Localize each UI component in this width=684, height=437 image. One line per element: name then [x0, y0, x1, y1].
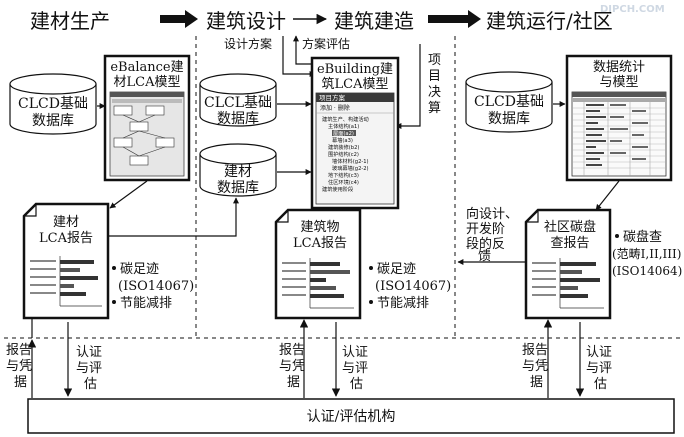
middle-arrow-up-label: 报告 与凭 据 [279, 343, 309, 390]
right-arrow-down-label: 认证 与评 估 [586, 345, 616, 392]
feedback-label: 向设计、 开发阶 段的反 馈 [466, 206, 522, 264]
left-bullet-dot-2 [112, 300, 116, 304]
middle-tool-screenshot [315, 92, 395, 205]
right-tool-title-2: 与模型 [599, 75, 638, 90]
project-decision-label: 项 目 决 算 [428, 53, 445, 116]
middle-tool-title-2: 筑LCA模型 [322, 76, 389, 92]
stage-arrow-icon-2 [428, 10, 481, 28]
project-decision-arrow [395, 44, 421, 129]
right-bullet-1-line2: (范畴I,II,III) [612, 247, 681, 261]
right-database-cylinder: CLCD基础 数据库 [465, 71, 553, 133]
middle-bullet-dot-1 [369, 266, 373, 270]
tree-item: 建筑使用阶段 [322, 185, 353, 193]
tree-item: 住区环境(c4) [328, 178, 359, 186]
tree-item-selected: 屋面(a2) [333, 130, 354, 137]
left-bullet-dot-1 [112, 266, 116, 270]
right-tool-title-1: 数据统计 [593, 60, 645, 75]
middle-bullet-1-line2: (ISO14067) [375, 279, 451, 294]
right-report-minichart [532, 258, 604, 309]
stage-label-design: 建筑设计 [206, 9, 286, 33]
left-report-title-2: LCA报告 [39, 231, 93, 246]
left-database-cylinder: CLCD基础 数据库 [9, 73, 97, 135]
right-tool-spreadsheet [571, 91, 667, 177]
left-tool-box: eBalance建 材LCA模型 [103, 54, 191, 182]
stage-arrow-icon [160, 10, 198, 28]
right-tool-to-report-arrow [595, 180, 620, 211]
middle-arrow-down-label: 认证 与评 估 [342, 345, 372, 392]
left-report-document: 建材 LCA报告 [22, 202, 110, 320]
design-plan-label: 设计方案 [224, 36, 272, 51]
plan-eval-arrow [293, 35, 315, 65]
left-tool-title-2: 材LCA模型 [114, 75, 181, 90]
middle-tool-screen-title: 项目方案 [319, 93, 346, 102]
middle-report-minichart [282, 258, 354, 309]
left-arrow-up-label: 报告 与凭 据 [6, 343, 36, 390]
left-report-to-material-db-arrow [108, 197, 239, 237]
right-report-title-1: 社区碳盘 [544, 219, 596, 235]
middle-bullet-dot-2 [369, 300, 373, 304]
middle-db-cylinder-1: CLCL基础 数据库 [199, 73, 277, 127]
tree-item: 建筑装修(b2) [328, 143, 359, 151]
tree-item: 玻璃幕墙(g2-2) [332, 164, 369, 172]
middle-db2-label-2: 数据库 [217, 180, 259, 196]
tree-item: 围护结构(c2) [328, 150, 359, 158]
left-tool-to-report-arrow [109, 180, 148, 209]
left-arrow-down-label: 认证 与评 估 [76, 345, 106, 392]
certification-agency-box: 认证/评估机构 [27, 398, 675, 434]
left-db-label-2: 数据库 [32, 113, 74, 129]
left-bullet-1-line2: (ISO14067) [118, 279, 194, 294]
right-bullet-1-line3: (ISO14064) [612, 264, 682, 278]
middle-report-title-2: LCA报告 [293, 236, 347, 251]
middle-tool-screen-tree: 建筑生产、构建活动 主体结构(a1) 屋面(a2) 幕墙(a3) 建筑装修(b2… [322, 115, 369, 193]
left-bullet-2: 节能减排 [120, 296, 172, 311]
stage-label-construction: 建筑建造 [334, 9, 414, 33]
middle-report-title-1: 建筑物 [300, 219, 339, 235]
middle-bullet-2: 节能减排 [377, 296, 429, 311]
right-db-label-1: CLCD基础 [474, 93, 544, 110]
middle-tool-title-1: eBuilding建 [317, 62, 393, 77]
middle-db-cylinder-2: 建材 数据库 [199, 143, 277, 197]
middle-report-document: 建筑物 LCA报告 [274, 208, 362, 320]
left-report-minichart [30, 256, 102, 307]
design-plan-arrow [282, 36, 316, 77]
left-db-label-1: CLCD基础 [18, 95, 88, 112]
certification-agency-label: 认证/评估机构 [307, 409, 396, 425]
middle-bullet-1-line1: 碳足迹 [377, 262, 416, 277]
tree-item: 墙体材料(g2-1) [332, 157, 369, 165]
middle-db2-label-1: 建材 [224, 164, 252, 180]
tree-item: 主体结构(a1) [328, 122, 359, 130]
right-bullet-dot-1 [615, 234, 619, 238]
right-bullet-1-line1: 碳盘查 [623, 229, 662, 245]
tree-item: 建筑生产、构建活动 [322, 115, 369, 123]
left-tool-screenshot-titlebar [110, 92, 184, 97]
left-report-title-1: 建材 [53, 215, 79, 230]
tree-item: 幕墙(a3) [332, 136, 353, 144]
middle-tool-screen-menu: 添加 · 删除 [320, 104, 350, 112]
plan-eval-label: 方案评估 [302, 36, 350, 51]
middle-db1-label-1: CLCL基础 [204, 94, 272, 111]
right-arrow-up-label: 报告 与凭 据 [522, 343, 552, 390]
stage-label-materials: 建材生产 [30, 9, 110, 33]
stage-label-operation: 建筑运行/社区 [486, 9, 613, 33]
tree-item: 地下结构(c3) [328, 171, 359, 179]
middle-db1-label-2: 数据库 [217, 111, 259, 127]
middle-tool-box: eBuilding建 筑LCA模型 项目方案 添加 · 删除 建筑生产、构建活动… [310, 56, 400, 210]
left-tool-title-1: eBalance建 [110, 60, 183, 75]
right-db-label-2: 数据库 [488, 111, 530, 127]
watermark: DIPCH.COM [600, 4, 665, 15]
left-bullet-1-line1: 碳足迹 [120, 262, 159, 277]
right-report-title-2: 查报告 [550, 236, 589, 251]
right-report-document: 社区碳盘 查报告 [524, 208, 612, 320]
right-tool-box: 数据统计 与模型 [565, 54, 673, 182]
